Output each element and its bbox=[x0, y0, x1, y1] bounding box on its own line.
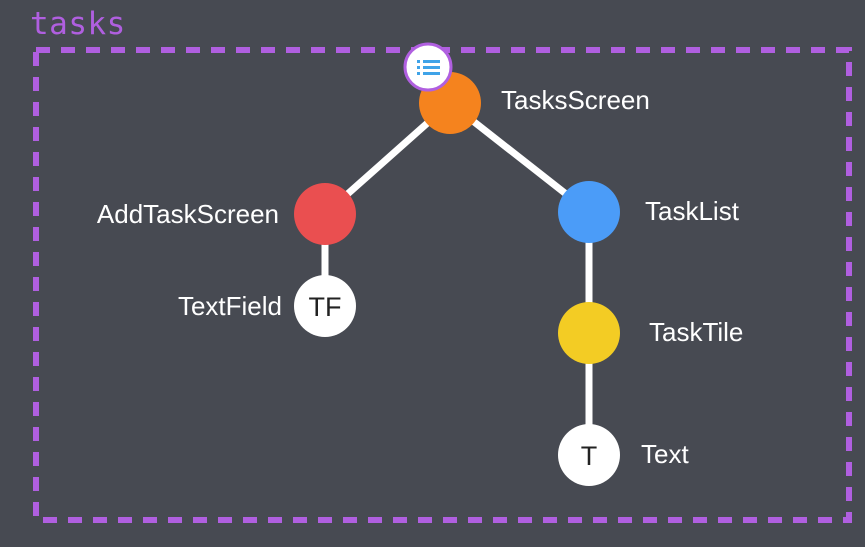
node-text-glyph: T bbox=[581, 441, 598, 471]
label-text-field: TextField bbox=[177, 291, 282, 321]
node-task-tile bbox=[558, 302, 620, 364]
label-add-task-screen: AddTaskScreen bbox=[96, 199, 279, 229]
node-text-field bbox=[294, 275, 356, 337]
node-text bbox=[558, 424, 620, 486]
list-icon bbox=[417, 60, 440, 75]
scope-label: tasks bbox=[30, 6, 126, 42]
node-task-list bbox=[558, 181, 620, 243]
node-add-task-screen bbox=[294, 183, 356, 245]
label-task-list: TaskList bbox=[645, 196, 739, 226]
label-text: Text bbox=[641, 439, 689, 469]
node-text-field-glyph: TF bbox=[309, 292, 342, 322]
provider-badge bbox=[403, 42, 453, 92]
label-tasks-screen: TasksScreen bbox=[501, 85, 650, 115]
label-task-tile: TaskTile bbox=[649, 317, 744, 347]
